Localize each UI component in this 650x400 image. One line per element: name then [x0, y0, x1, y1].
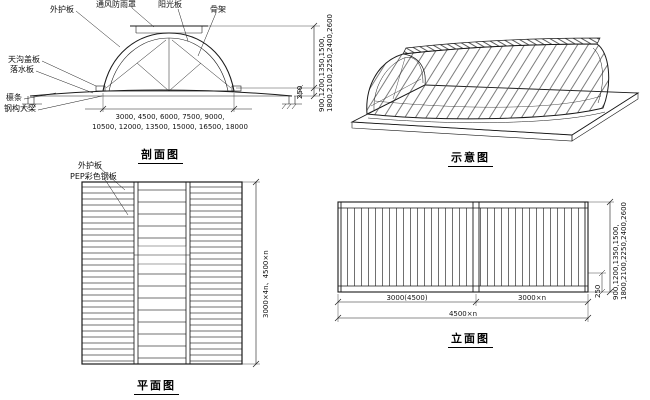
section-label-gutter-cover: 天沟盖板: [8, 55, 40, 64]
section-label-drain-board: 落水板: [10, 65, 34, 74]
section-rise-dimension: 250: [296, 85, 304, 99]
section-label-steel-beam: 钢构大梁: [4, 104, 36, 113]
elevation-right-dimension-text: 900,1200,1350,1500, 1800,2100,2250,2400,…: [612, 202, 628, 300]
schematic-view-caption: 示意图: [448, 149, 493, 167]
elevation-rail-dimension: 250: [594, 284, 602, 298]
elevation-view-drawing: [334, 198, 614, 322]
plan-label-panel-type: PEP彩色钢板: [70, 172, 117, 181]
plan-right-dimension-text: 3000×4n、4500×n: [262, 250, 270, 318]
plan-label-outer-panel: 外护板: [78, 161, 102, 170]
plan-view-caption: 平面图: [134, 377, 179, 395]
elevation-bay-left-dimension: 3000(4500): [386, 294, 428, 302]
section-view-drawing: [21, 7, 320, 113]
section-label-vent-cover: 通风防雨罩: [96, 0, 136, 9]
elevation-view-caption: 立面图: [448, 330, 493, 348]
section-label-outer-panel: 外护板: [50, 5, 74, 14]
elevation-total-dimension: 4500×n: [448, 310, 478, 318]
section-label-frame: 骨架: [210, 5, 226, 14]
section-right-dimension-text: 900,1200,1350,1500, 1800,2100,2250,2400,…: [318, 14, 334, 112]
section-view-caption: 剖面图: [138, 146, 183, 164]
section-label-skylight: 阳光板: [158, 0, 182, 9]
section-bottom-dimension-line1: 3000, 4500, 6000, 7500, 9000,: [115, 113, 225, 121]
section-label-purlin: 檩条: [6, 93, 22, 102]
schematic-view-drawing: [350, 37, 640, 142]
plan-view-drawing: [81, 167, 260, 368]
section-bottom-dimension-line2: 10500, 12000, 13500, 15000, 16500, 18000: [92, 123, 248, 131]
elevation-bay-right-dimension: 3000×n: [517, 294, 547, 302]
